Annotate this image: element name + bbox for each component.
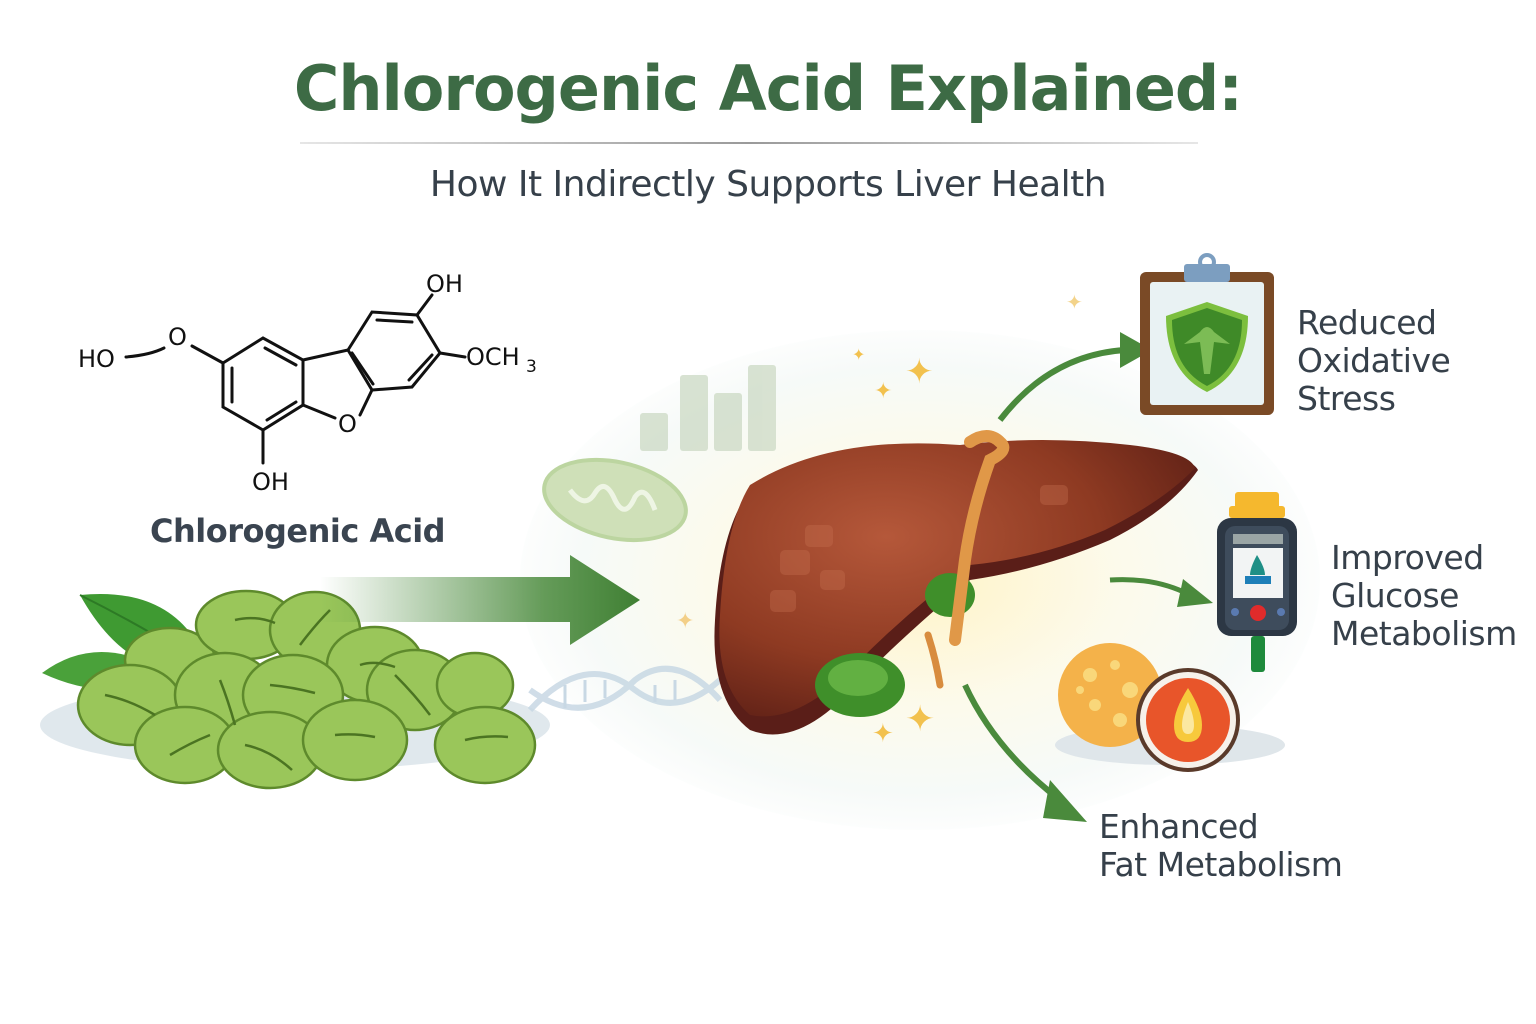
benefit-line: Fat Metabolism — [1099, 845, 1343, 884]
page-subtitle: How It Indirectly Supports Liver Health — [429, 164, 1107, 205]
liver-icon — [714, 430, 1198, 735]
fat-cell-oil-drop-icon — [1055, 643, 1285, 772]
benefit-fat-metabolism: Enhanced Fat Metabolism — [1099, 807, 1343, 884]
ho-left-label: HO — [78, 345, 115, 373]
benefit-oxidative-stress: Reduced Oxidative Stress — [1297, 303, 1451, 418]
benefit-line: Enhanced — [1099, 807, 1259, 846]
bar-chart-icon — [640, 365, 776, 451]
sparkle-icon: ✦ — [852, 347, 866, 364]
dna-helix-icon — [527, 665, 723, 713]
arrow-to-fat-icon — [962, 683, 1087, 822]
glucose-meter-icon — [1217, 492, 1297, 672]
molecule-name: Chlorogenic Acid — [150, 512, 446, 550]
sparkle-icon: ✦ — [872, 718, 894, 748]
sparkle-icon: ✦ — [1066, 292, 1083, 314]
page-title: Chlorogenic Acid Explained: — [293, 52, 1243, 125]
sparkle-icon: ✦ — [676, 608, 695, 633]
benefit-line: Stress — [1297, 379, 1396, 418]
arrow-right-icon — [320, 555, 640, 645]
molecule-structure-icon: HO O OH OCH 3 O OH — [78, 270, 537, 496]
o-left-label: O — [168, 323, 187, 351]
title-divider — [300, 142, 1198, 144]
oh-top-label: OH — [426, 270, 463, 298]
oh-bottom-label: OH — [252, 468, 289, 496]
benefit-line: Improved — [1331, 538, 1484, 577]
och3-label: OCH — [466, 343, 520, 371]
sparkle-icon: ✦ — [874, 378, 893, 403]
benefit-line: Reduced — [1297, 303, 1437, 342]
green-coffee-beans-icon — [40, 589, 550, 790]
arrow-to-glucose-icon — [1109, 577, 1213, 607]
sparkle-icon: ✦ — [905, 698, 936, 739]
benefit-line: Oxidative — [1297, 341, 1451, 380]
och3-subscript: 3 — [526, 357, 537, 377]
mitochondrion-icon — [542, 457, 688, 543]
benefit-line: Metabolism — [1331, 614, 1517, 653]
sparkle-icon: ✦ — [905, 353, 934, 391]
shield-clipboard-icon — [1140, 253, 1274, 415]
o-ring-label: O — [338, 410, 357, 438]
arrow-to-oxidative-icon — [997, 332, 1152, 422]
benefit-glucose-metabolism: Improved Glucose Metabolism — [1331, 539, 1517, 653]
benefit-line: Glucose — [1331, 576, 1459, 615]
